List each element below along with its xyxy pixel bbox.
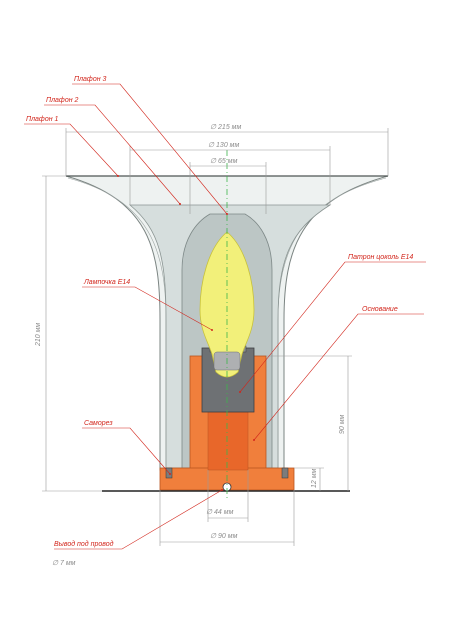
dim-90-horizontal: ∅ 90 мм	[210, 533, 238, 540]
label-base: Основание	[362, 306, 398, 313]
label-shade-3: Плафон 3	[74, 76, 107, 83]
screw-right	[281, 467, 289, 479]
dim-44: ∅ 44 мм	[206, 509, 234, 516]
callout-leaders	[24, 83, 426, 550]
dim-90-vertical: 90 мм	[339, 414, 346, 434]
dim-215: ∅ 215 мм	[210, 124, 241, 131]
dim-210: 210 мм	[35, 323, 42, 347]
dimension-lines	[42, 128, 389, 546]
label-shade-2: Плафон 2	[46, 97, 79, 104]
dim-65: ∅ 65 мм	[210, 158, 238, 165]
label-shade-1: Плафон 1	[26, 116, 59, 123]
label-screw: Саморез	[84, 420, 113, 427]
label-socket: Патрон цоколь Е14	[348, 254, 413, 261]
dim-130: ∅ 130 мм	[208, 142, 239, 149]
label-lamp: Лампочка Е14	[83, 279, 130, 286]
dim-7: ∅ 7 мм	[52, 560, 76, 567]
dim-12: 12 мм	[311, 468, 318, 488]
label-wire-outlet: Вывод под провод	[54, 540, 114, 548]
